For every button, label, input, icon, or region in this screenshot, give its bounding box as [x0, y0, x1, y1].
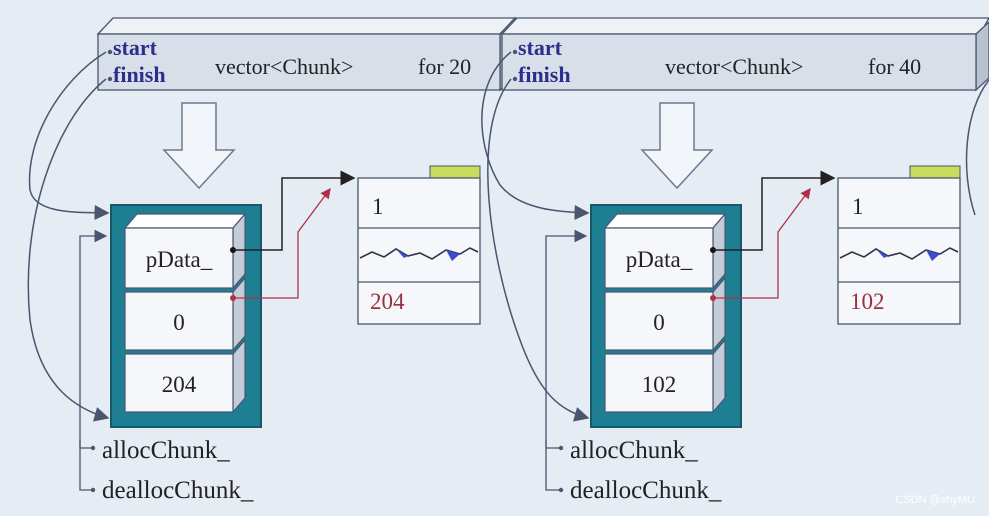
start-pointer-curve-1: [28, 51, 110, 221]
chunk-field-pdata-2: pData_: [603, 212, 727, 290]
start-pointer-curve-2: [481, 51, 590, 221]
alloc-chunk-label: allocChunk_: [570, 437, 698, 464]
vector-count-label: for 20: [418, 54, 471, 79]
alloc-chunk-label: allocChunk_: [102, 437, 230, 464]
finish-label: finish: [113, 62, 166, 87]
vector-type-label: vector<Chunk>: [215, 54, 353, 79]
watermark: CSDN @shyMU: [895, 494, 975, 506]
block-value-2: 102: [850, 289, 885, 314]
memory-block-2: 1 102: [837, 165, 961, 325]
vector-type-label: vector<Chunk>: [665, 54, 803, 79]
svg-text:204: 204: [162, 372, 197, 397]
pdata-pointer-2: [713, 170, 836, 251]
down-arrow-1: [162, 102, 236, 190]
first-available-pointer-1: [233, 187, 331, 299]
first-available-pointer-2: [713, 187, 811, 299]
block-value-1: 204: [370, 289, 405, 314]
finish-pointer-curve-1: [27, 78, 110, 422]
vector-header-2: start finish vector<Chunk> for 40: [500, 17, 989, 92]
panel-1: start finish vector<Chunk> for 20 pData_…: [27, 16, 517, 504]
chunk-field-pdata-1: pData_: [123, 212, 247, 290]
dealloc-chunk-label: deallocChunk_: [102, 477, 254, 504]
svg-text:pData_: pData_: [146, 247, 213, 272]
svg-text:pData_: pData_: [626, 247, 693, 272]
start-label: start: [518, 35, 563, 60]
down-arrow-2: [640, 102, 714, 190]
vector-count-label: for 40: [868, 54, 921, 79]
chunk-field-first-available-2: 0: [604, 276, 726, 352]
chunk-field-blocks-available-2: 102: [604, 338, 726, 414]
dealloc-chunk-label: deallocChunk_: [570, 477, 722, 504]
svg-text:0: 0: [173, 310, 185, 335]
finish-pointer-curve-2: [487, 78, 590, 422]
chunk-field-first-available-1: 0: [124, 276, 246, 352]
next-panel-curve: [965, 79, 989, 216]
svg-text:0: 0: [653, 310, 665, 335]
vector-header-1: start finish vector<Chunk> for 20: [96, 16, 517, 92]
start-label: start: [113, 35, 158, 60]
svg-text:102: 102: [642, 372, 677, 397]
memory-block-1: 1 204: [357, 165, 481, 325]
panel-2: start finish vector<Chunk> for 40 pData_…: [481, 17, 989, 504]
svg-text:1: 1: [372, 194, 384, 219]
svg-text:1: 1: [852, 194, 864, 219]
pdata-pointer-1: [233, 170, 356, 251]
finish-label: finish: [518, 62, 571, 87]
chunk-field-blocks-available-1: 204: [124, 338, 246, 414]
